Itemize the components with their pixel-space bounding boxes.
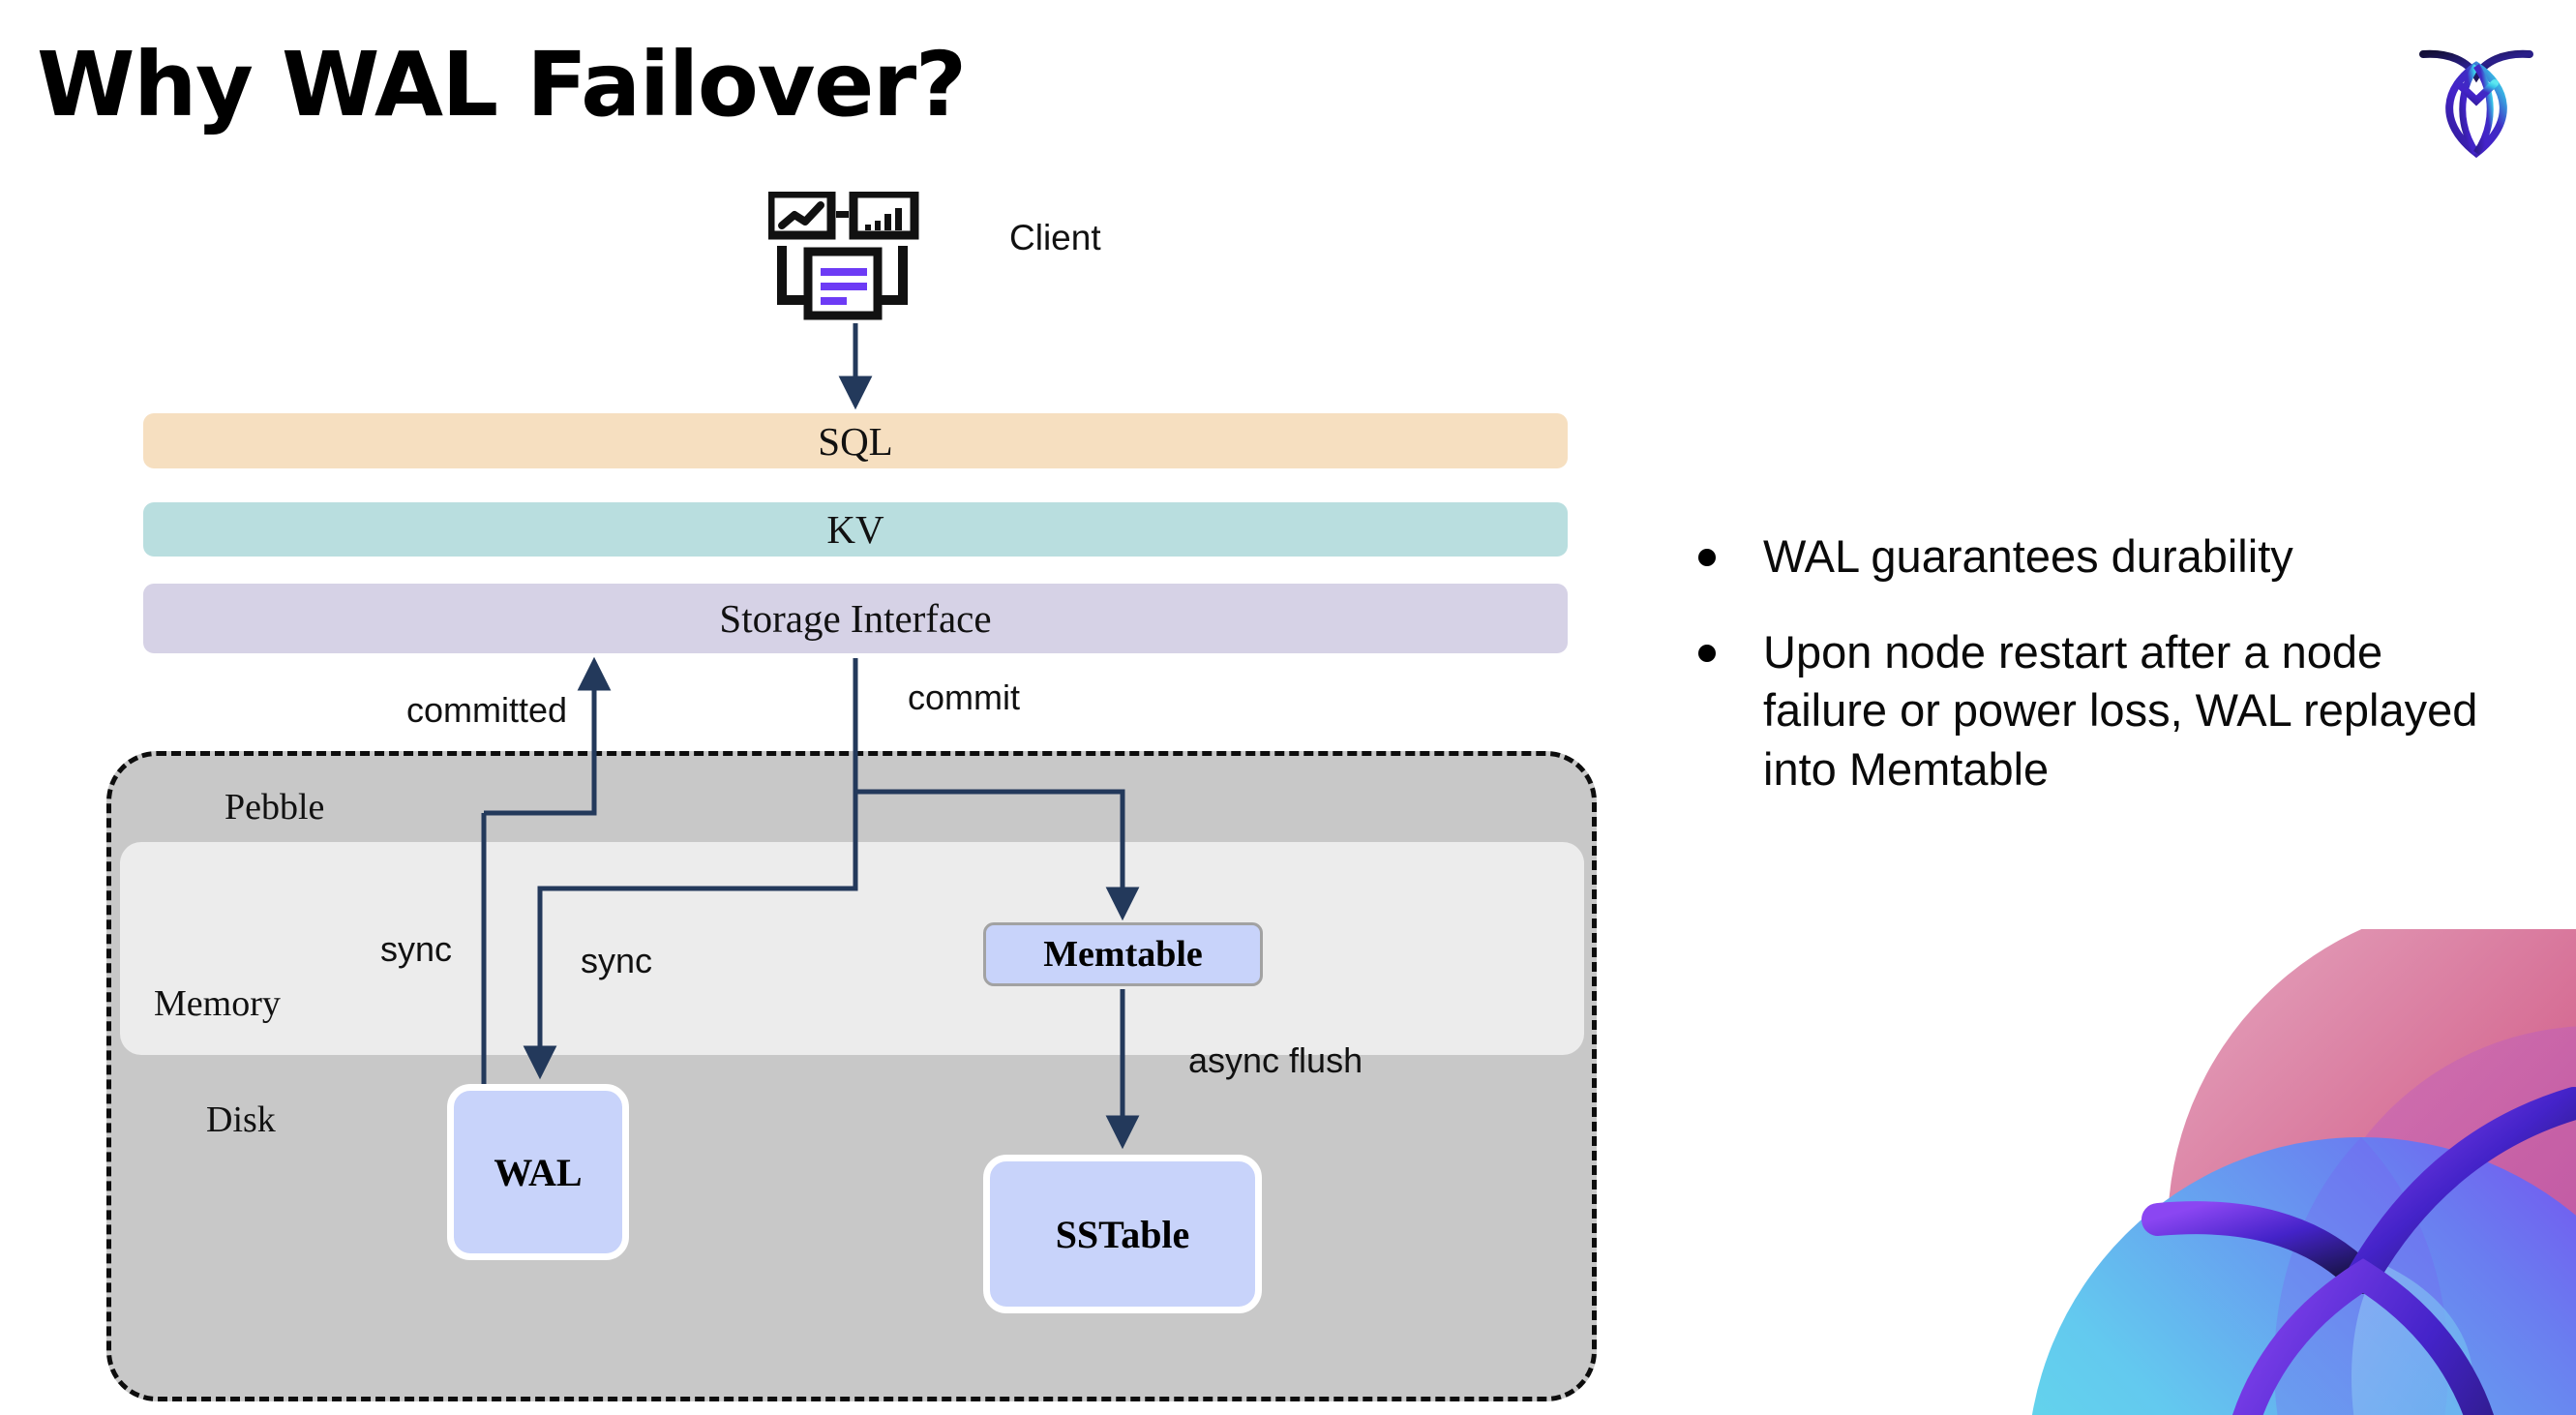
node-wal: WAL [447, 1084, 629, 1260]
edge-label-committed: committed [406, 690, 568, 730]
layer-bar-kv: KV [143, 502, 1568, 557]
memory-label: Memory [154, 983, 281, 1024]
list-item: WAL guarantees durability [1698, 527, 2511, 587]
node-sstable: SSTable [983, 1155, 1262, 1313]
memory-band [120, 842, 1584, 1055]
layer-label-sql: SQL [818, 418, 893, 464]
node-label-sstable: SSTable [1055, 1212, 1190, 1256]
decorative-logo-artwork [1955, 929, 2576, 1415]
node-label-wal: WAL [494, 1150, 583, 1194]
bullet-text: Upon node restart after a node failure o… [1763, 625, 2478, 795]
client-label: Client [1009, 218, 1101, 257]
cockroachdb-logo [2408, 33, 2545, 168]
analytics-dashboard-icon [765, 189, 935, 327]
edge-label-sync-left: sync [380, 929, 453, 969]
node-memtable: Memtable [983, 922, 1263, 986]
layer-label-storage-interface: Storage Interface [719, 596, 992, 641]
page-title: Why WAL Failover? [37, 33, 967, 136]
layer-bar-storage-interface: Storage Interface [143, 584, 1568, 653]
node-label-memtable: Memtable [1043, 934, 1203, 975]
bullet-dot-icon [1698, 644, 1716, 662]
layer-label-kv: KV [826, 507, 884, 552]
edge-label-async-flush: async flush [1188, 1040, 1363, 1080]
list-item: Upon node restart after a node failure o… [1698, 623, 2511, 799]
layer-bar-sql: SQL [143, 413, 1568, 468]
bullet-dot-icon [1698, 549, 1716, 566]
bullet-text: WAL guarantees durability [1763, 530, 2293, 582]
pebble-label: Pebble [225, 787, 325, 828]
bullet-list: WAL guarantees durability Upon node rest… [1698, 527, 2511, 836]
disk-label: Disk [206, 1099, 276, 1140]
edge-label-commit: commit [908, 677, 1020, 717]
edge-label-sync-right: sync [581, 941, 653, 980]
